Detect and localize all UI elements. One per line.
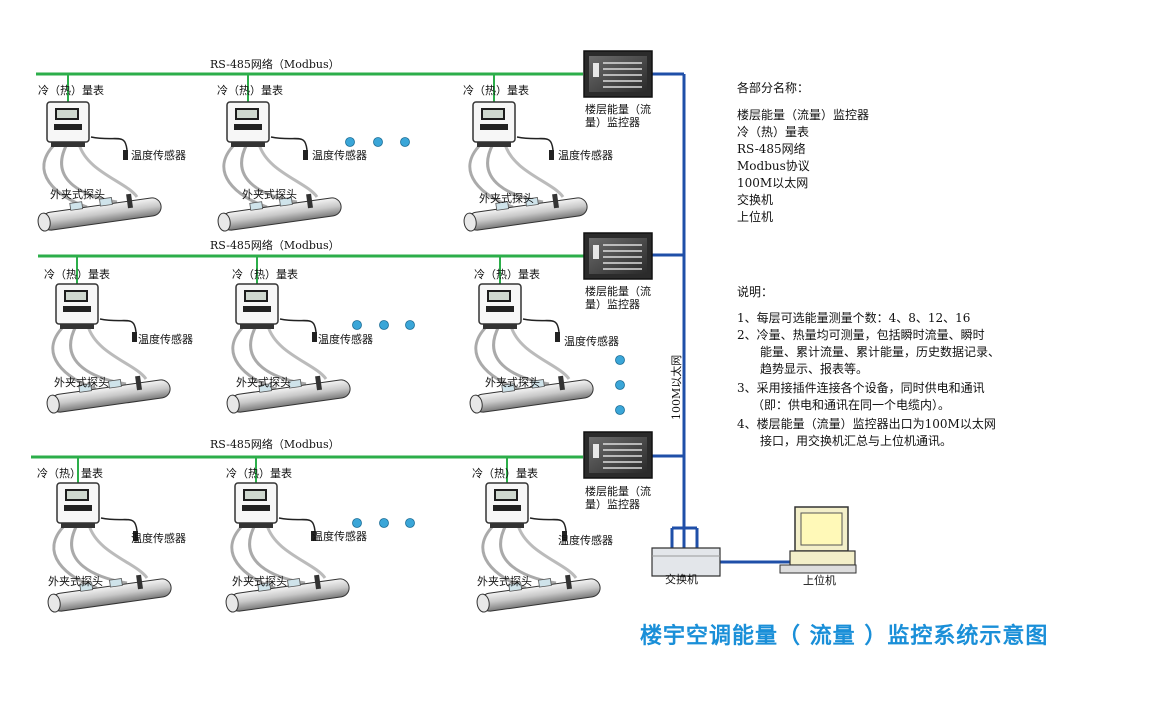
monitor-label: 量）监控器	[585, 116, 640, 129]
note-line: 接口，用交换机汇总与上位机通讯。	[760, 434, 953, 448]
note-line: （即：供电和通讯在同一个电缆内）。	[752, 398, 951, 412]
note-line: 1、每层可选能量测量个数：4、8、12、16	[737, 311, 971, 325]
notes-heading: 说明：	[737, 285, 774, 299]
floor-2-bus-label: RS-485网络（Modbus）	[210, 239, 340, 252]
floor-1-bus-label: RS-485网络（Modbus）	[210, 58, 340, 71]
heat-meter-icon	[34, 100, 164, 234]
monitor-label: 楼层能量（流	[585, 103, 651, 116]
legend-heading: 各部分名称：	[737, 81, 810, 95]
meter-label: 冷（热）量表	[38, 84, 104, 97]
meter-label: 冷（热）量表	[474, 268, 540, 281]
sensor-label: 温度传感器	[564, 335, 619, 348]
legend-item: RS-485网络	[737, 142, 806, 156]
sensor-label: 温度传感器	[312, 530, 367, 543]
note-line: 趋势显示、报表等。	[760, 362, 869, 376]
sensor-label: 温度传感器	[131, 149, 186, 162]
heat-meter-icon	[214, 100, 344, 234]
computer-label: 上位机	[803, 574, 836, 587]
continuation-dots	[345, 137, 625, 528]
legend-item: 冷（热）量表	[737, 125, 810, 139]
meter-label: 冷（热）量表	[44, 268, 110, 281]
probe-label: 外夹式探头	[485, 376, 540, 389]
sensor-label: 温度传感器	[312, 149, 367, 162]
legend-item: Modbus协议	[737, 159, 810, 173]
probe-label: 外夹式探头	[477, 575, 532, 588]
sensor-label: 温度传感器	[558, 149, 613, 162]
probe-label: 外夹式探头	[236, 376, 291, 389]
probe-label: 外夹式探头	[232, 575, 287, 588]
heat-meter-icon	[44, 481, 174, 615]
legend-item: 上位机	[737, 210, 774, 224]
heat-meter-icon	[223, 282, 353, 416]
legend-item: 楼层能量（流量）监控器	[737, 108, 870, 122]
floor-2-bus	[38, 254, 585, 284]
monitor-label: 量）监控器	[585, 298, 640, 311]
meter-label: 冷（热）量表	[472, 467, 538, 480]
floor-3-bus	[31, 455, 583, 483]
monitor-panel-icon	[583, 431, 653, 479]
ethernet-label: 100M以太网	[670, 354, 683, 420]
note-line: 3、采用接插件连接各个设备，同时供电和通讯	[737, 381, 985, 395]
note-line: 4、楼层能量（流量）监控器出口为100M以太网	[737, 417, 996, 431]
sensor-label: 温度传感器	[318, 333, 373, 346]
legend-item: 100M以太网	[737, 176, 809, 190]
heat-meter-icon	[43, 282, 173, 416]
heat-meter-icon	[473, 481, 603, 615]
meter-label: 冷（热）量表	[226, 467, 292, 480]
note-line: 2、冷量、热量均可测量，包括瞬时流量、瞬时	[737, 328, 985, 342]
meter-label: 冷（热）量表	[217, 84, 283, 97]
floor-1-bus	[36, 72, 583, 102]
monitor-panel-icon	[583, 232, 653, 280]
meter-label: 冷（热）量表	[232, 268, 298, 281]
meter-label: 冷（热）量表	[37, 467, 103, 480]
ethernet-lines	[652, 72, 790, 564]
diagram-title: 楼宇空调能量（ 流量 ）监控系统示意图	[640, 624, 1049, 649]
floor-3-bus-label: RS-485网络（Modbus）	[210, 438, 340, 451]
legend-item: 交换机	[737, 193, 774, 207]
monitor-panel-icon	[583, 50, 653, 98]
sensor-label: 温度传感器	[131, 532, 186, 545]
sensor-label: 温度传感器	[138, 333, 193, 346]
monitor-label: 量）监控器	[585, 498, 640, 511]
probe-label: 外夹式探头	[479, 192, 534, 205]
meter-label: 冷（热）量表	[463, 84, 529, 97]
monitor-label: 楼层能量（流	[585, 285, 651, 298]
heat-meter-icon	[222, 481, 352, 615]
probe-label: 外夹式探头	[48, 575, 103, 588]
network-switch-icon	[651, 547, 721, 577]
probe-label: 外夹式探头	[50, 188, 105, 201]
note-line: 能量、累计流量、累计能量，历史数据记录、	[760, 345, 1001, 359]
probe-label: 外夹式探头	[242, 188, 297, 201]
heat-meter-icon	[460, 100, 590, 234]
computer-icon	[779, 506, 857, 574]
sensor-label: 温度传感器	[558, 534, 613, 547]
monitor-label: 楼层能量（流	[585, 485, 651, 498]
probe-label: 外夹式探头	[54, 376, 109, 389]
heat-meter-icon	[466, 282, 596, 416]
switch-label: 交换机	[665, 573, 698, 586]
